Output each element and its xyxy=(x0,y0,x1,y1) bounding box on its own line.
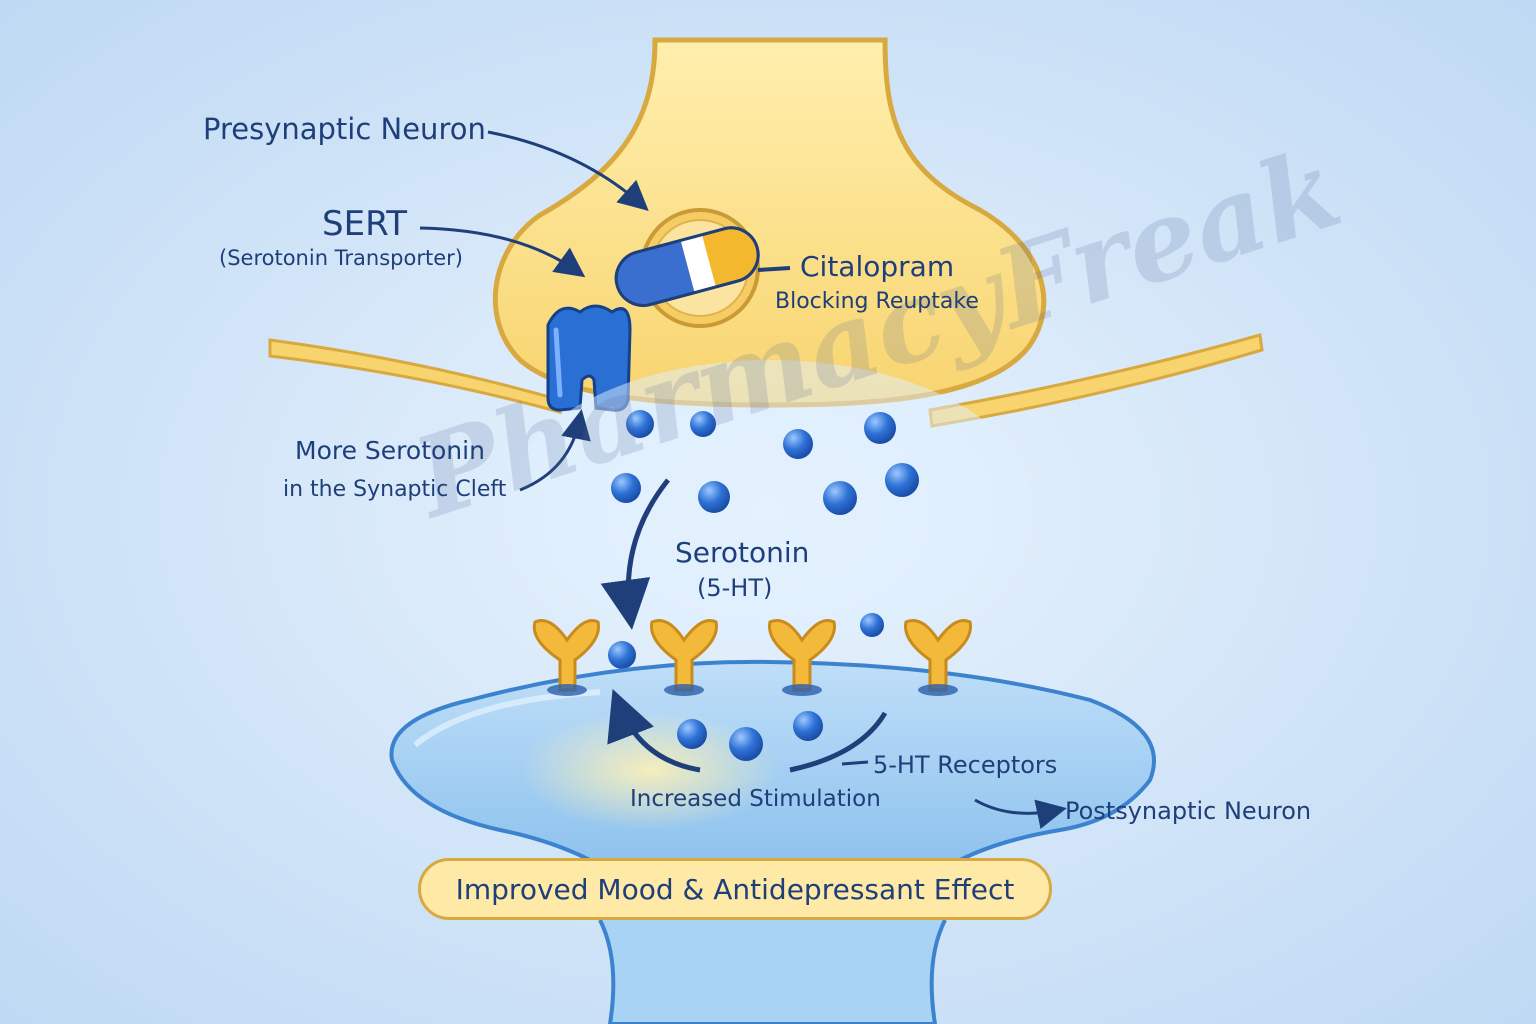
receptors-label: 5-HT Receptors xyxy=(873,751,1058,779)
arrow-stimulation xyxy=(607,689,701,773)
citalopram-capsule xyxy=(614,226,760,307)
serotonin-molecules-cleft xyxy=(608,410,919,669)
blocking-reuptake-label: Blocking Reuptake xyxy=(775,289,979,314)
serotonin-molecules-postsynaptic xyxy=(677,711,823,761)
synaptic-cleft-label: in the Synaptic Cleft xyxy=(283,477,507,502)
presynaptic-neuron-label: Presynaptic Neuron xyxy=(203,112,486,146)
increased-stimulation-label: Increased Stimulation xyxy=(630,786,881,812)
arrow-serotonin-down xyxy=(600,478,670,630)
serotonin-abbr-label: (5-HT) xyxy=(697,574,773,602)
sert-full-label: (Serotonin Transporter) xyxy=(219,246,463,270)
arrow-stimulation-right xyxy=(789,711,888,773)
effect-banner: Improved Mood & Antidepressant Effect xyxy=(418,858,1052,920)
serotonin-label: Serotonin xyxy=(675,536,810,569)
sert-label: SERT xyxy=(322,204,407,244)
presynaptic-membrane-left xyxy=(268,338,562,414)
presynaptic-membrane-right xyxy=(928,333,1264,428)
postsynaptic-neuron-label: Postsynaptic Neuron xyxy=(1065,797,1312,825)
arrow-sert xyxy=(419,226,586,278)
arrow-presynaptic xyxy=(487,130,649,211)
arrow-more-serotonin xyxy=(519,409,591,492)
more-serotonin-label: More Serotonin xyxy=(295,436,485,465)
arrow-postsynaptic xyxy=(974,798,1067,829)
citalopram-label: Citalopram xyxy=(800,250,955,283)
postsynaptic-dendrite xyxy=(598,919,947,1024)
effect-banner-text: Improved Mood & Antidepressant Effect xyxy=(455,872,1015,906)
5ht-receptors xyxy=(532,619,972,692)
